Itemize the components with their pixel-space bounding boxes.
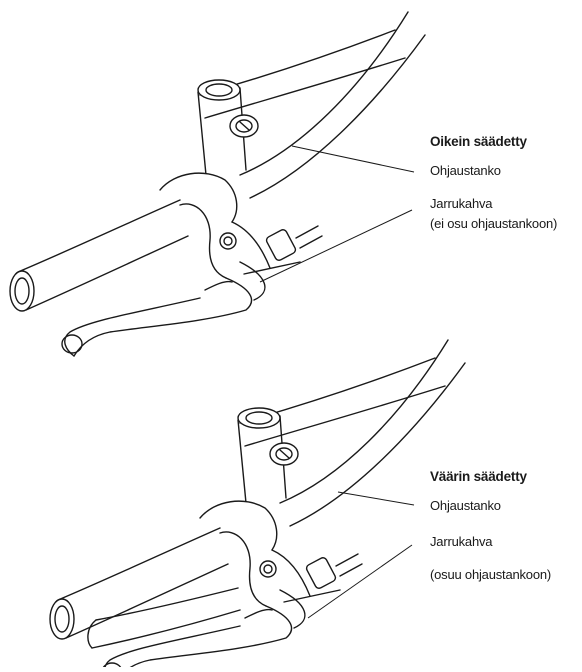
incorrect-lever-note: (osuu ohjaustankoon): [430, 567, 552, 582]
lever-touching-bar-detail: [88, 588, 240, 648]
lever-leader-line-top: [260, 210, 412, 282]
incorrect-heading: Väärin säädetty: [430, 469, 527, 484]
incorrect-lever-label: Jarrukahva: [430, 534, 493, 549]
handlebar-leader-line-bottom: [338, 492, 414, 505]
incorrect-handlebar-label: Ohjaustanko: [430, 498, 501, 513]
correct-lever-label: Jarrukahva: [430, 196, 493, 211]
correct-lever-note: (ei osu ohjaustankoon): [430, 216, 558, 231]
lever-leader-line-bottom: [308, 545, 412, 618]
handlebar-leader-line-top: [292, 146, 414, 172]
correct-handlebar-label: Ohjaustanko: [430, 163, 501, 178]
correct-lever-illustration: [9, 11, 426, 357]
correct-heading: Oikein säädetty: [430, 134, 527, 149]
